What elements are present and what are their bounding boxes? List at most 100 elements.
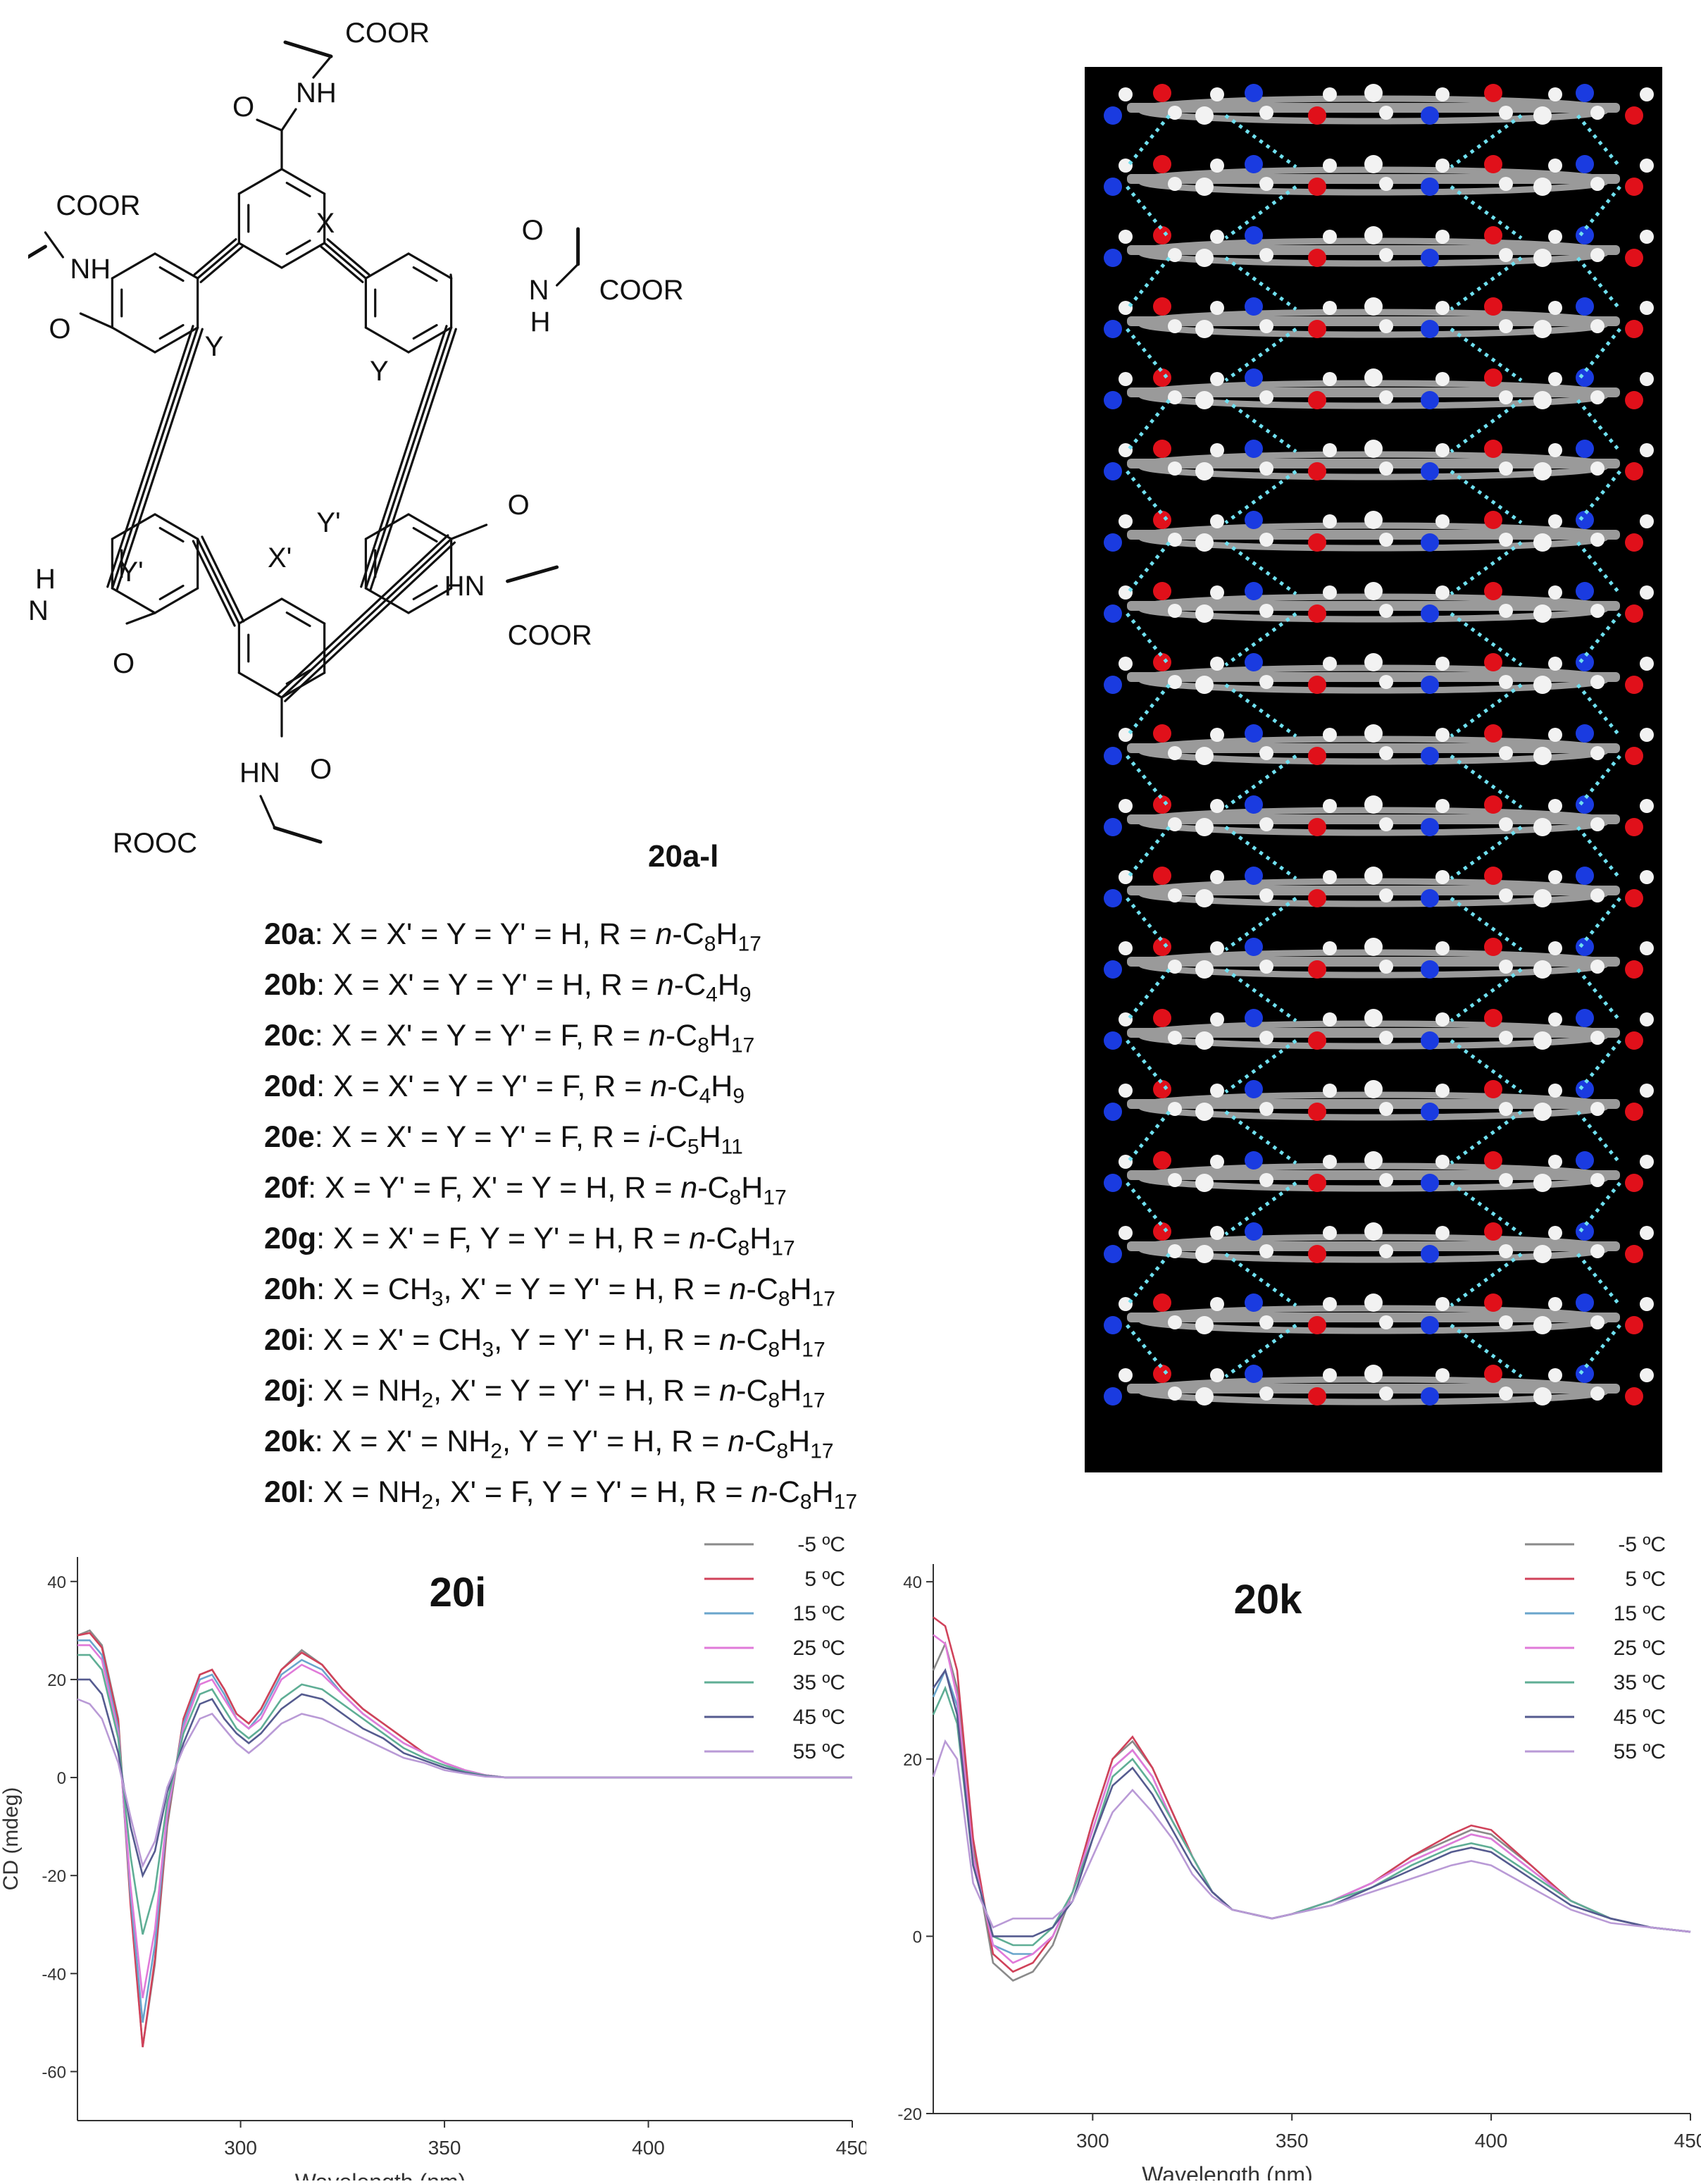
compound-id: 20a [264, 917, 315, 951]
structure-bonds [28, 40, 580, 844]
stack-layer [1104, 582, 1654, 623]
x-axis-label: Wavelength (nm) [1142, 2162, 1312, 2180]
stack-layer [1104, 297, 1654, 338]
y-axis-label: CD (mdeg) [0, 1787, 23, 1891]
stack-layer [1104, 1222, 1654, 1263]
x-tick-label: 350 [428, 2137, 461, 2159]
label-o: O [508, 490, 530, 521]
series-line [77, 1698, 852, 1869]
legend-label: 15 ºC [1614, 1602, 1666, 1625]
series-line [77, 1644, 852, 1999]
stack-layer [1104, 867, 1654, 907]
compound-r-group: n-C4H9 [650, 1069, 745, 1108]
label-y-left: Y [205, 331, 224, 362]
compound-label: 20a-l [648, 839, 718, 874]
label-o: O [310, 754, 332, 785]
x-tick-label: 400 [1475, 2130, 1508, 2152]
compound-substituents: : X = NH2, X' = Y = Y' = H, R = [306, 1374, 720, 1413]
legend-label: -5 ºC [1618, 1533, 1666, 1556]
label-n: N [28, 595, 49, 626]
label-hn: HN [444, 571, 485, 602]
compound-substituents: : X = X' = NH2, Y = Y' = H, R = [314, 1425, 728, 1463]
label-rooc: ROOC [113, 828, 197, 859]
y-tick-label: 20 [903, 1751, 922, 1770]
compound-substituents: : X = X' = Y = Y' = H, R = [316, 968, 657, 1002]
compound-substituents: : X = X' = Y = Y' = H, R = [314, 917, 656, 951]
compound-row: 20f: X = Y' = F, X' = Y = H, R = n-C8H17 [264, 1162, 1060, 1213]
x-tick-label: 400 [632, 2137, 665, 2159]
compound-row: 20j: X = NH2, X' = Y = Y' = H, R = n-C8H… [264, 1365, 1060, 1416]
compound-row: 20g: X = X' = F, Y = Y' = H, R = n-C8H17 [264, 1213, 1060, 1264]
compound-row: 20e: X = X' = Y = Y' = F, R = i-C5H11 [264, 1112, 1060, 1162]
compound-id: 20e [264, 1120, 315, 1154]
stack-layer [1104, 724, 1654, 765]
legend-label: 15 ºC [793, 1602, 845, 1625]
compound-substituents: : X = Y' = F, X' = Y = H, R = [308, 1171, 681, 1205]
label-yp-right: Y' [316, 507, 340, 538]
compound-substituents: : X = NH2, X' = F, Y = Y' = H, R = [306, 1475, 752, 1514]
compound-row: 20h: X = CH3, X' = Y = Y' = H, R = n-C8H… [264, 1264, 1060, 1315]
compound-r-group: n-C8H17 [719, 1374, 825, 1413]
stacking-model-drawing [1104, 84, 1654, 1406]
label-o: O [522, 215, 544, 246]
y-tick-label: 0 [913, 1928, 922, 1947]
compound-substituents: : X = CH3, X' = Y = Y' = H, R = [316, 1272, 730, 1311]
x-tick-label: 300 [224, 2137, 257, 2159]
compound-id: 20c [264, 1019, 315, 1053]
x-axis-label: Wavelength (nm) [295, 2169, 466, 2180]
chart-title: 20k [1234, 1577, 1303, 1623]
stack-layer [1104, 226, 1654, 267]
compound-id: 20d [264, 1069, 317, 1103]
stack-layer [1104, 1151, 1654, 1192]
label-n: N [529, 275, 549, 306]
label-y-right: Y [370, 356, 389, 387]
compound-r-group: n-C4H9 [656, 968, 752, 1007]
series-line [933, 1634, 1691, 1964]
compound-list: 20a: X = X' = Y = Y' = H, R = n-C8H17 20b… [264, 909, 1060, 1518]
compound-row: 20d: X = X' = Y = Y' = F, R = n-C4H9 [264, 1061, 1060, 1112]
label-h: H [35, 564, 56, 595]
chart-title: 20i [430, 1570, 487, 1615]
compound-row: 20l: X = NH2, X' = F, Y = Y' = H, R = n-… [264, 1467, 1060, 1518]
compound-r-group: n-C8H17 [648, 1019, 755, 1057]
y-tick-label: -20 [897, 2105, 922, 2124]
compound-substituents: : X = X' = Y = Y' = F, R = [314, 1019, 649, 1053]
label-hn: HN [239, 757, 280, 788]
series-line [932, 1739, 1691, 1933]
stack-layer [1104, 440, 1654, 480]
stack-layer [1104, 1293, 1654, 1334]
stack-layer [1104, 653, 1654, 694]
legend-label: 35 ºC [793, 1671, 845, 1694]
x-tick-label: 300 [1076, 2130, 1109, 2152]
legend-label: 5 ºC [804, 1568, 845, 1591]
y-tick-label: 40 [903, 1573, 922, 1592]
compound-id: 20f [264, 1171, 309, 1205]
y-tick-label: -40 [42, 1965, 66, 1984]
stack-layer [1104, 155, 1654, 196]
compound-substituents: : X = X' = F, Y = Y' = H, R = [316, 1222, 690, 1255]
compound-id: 20g [264, 1222, 317, 1255]
y-tick-label: -20 [42, 1867, 66, 1886]
label-h: H [530, 306, 551, 337]
legend-label: 45 ºC [793, 1706, 845, 1729]
compound-id: 20b [264, 968, 317, 1002]
compound-id: 20h [264, 1272, 317, 1306]
label-coor: COOR [56, 190, 140, 221]
label-yp-left: Y' [119, 557, 143, 588]
x-tick-label: 350 [1276, 2130, 1309, 2152]
compound-r-group: n-C8H17 [689, 1222, 795, 1260]
compound-r-group: n-C8H17 [680, 1171, 787, 1210]
series-line [932, 1668, 1691, 1937]
compound-substituents: : X = X' = Y = Y' = F, R = [314, 1120, 649, 1154]
compound-substituents: : X = X' = Y = Y' = F, R = [316, 1069, 651, 1103]
label-nh: NH [70, 254, 111, 285]
compound-r-group: n-C8H17 [719, 1323, 825, 1362]
compound-row: 20a: X = X' = Y = Y' = H, R = n-C8H17 [264, 909, 1060, 960]
macrocycle-structure: XYYY'Y'X'ONHCOORONHCOORONHCOOROHNROOCOHN… [28, 18, 718, 874]
stack-layer [1104, 368, 1654, 409]
legend-label: 55 ºC [1614, 1740, 1666, 1763]
legend-label: 45 ºC [1614, 1706, 1666, 1729]
